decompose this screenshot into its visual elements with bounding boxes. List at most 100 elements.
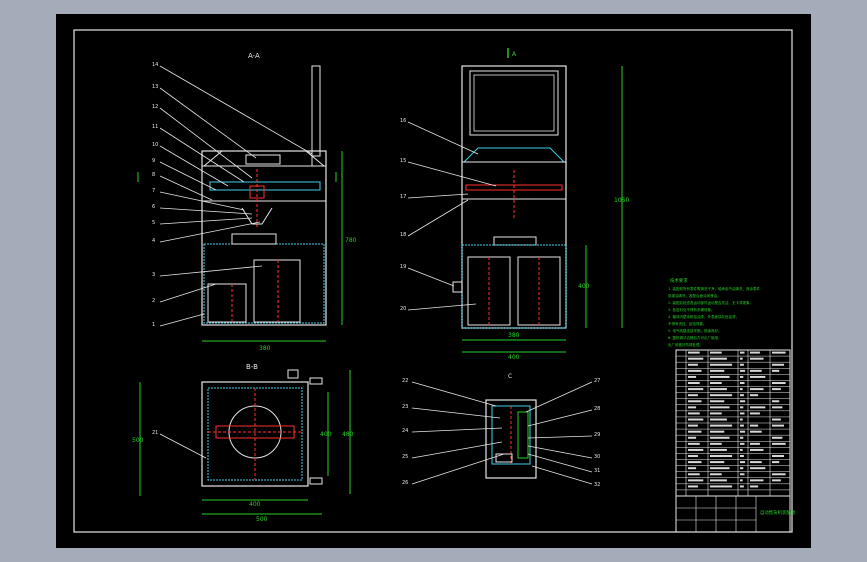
parts-cell-mark bbox=[750, 369, 762, 372]
parts-list-columns bbox=[685, 350, 771, 496]
parts-cell-mark bbox=[740, 436, 744, 439]
parts-cell-mark bbox=[772, 461, 780, 464]
parts-cell-mark bbox=[710, 406, 730, 409]
technical-notes: 技术要求 1. 装配前所有零件需清洗干净，轴承用汽油清洗，其余零件 用煤油清洗，… bbox=[668, 277, 760, 347]
detail-leaders-left bbox=[411, 381, 505, 485]
parts-cell-mark bbox=[740, 351, 745, 354]
side-height-dim: 780 bbox=[345, 237, 357, 244]
parts-cell-mark bbox=[772, 455, 784, 458]
parts-cell-mark bbox=[688, 412, 700, 415]
plan-height-left-dim: 500 bbox=[132, 437, 144, 444]
parts-cell-mark bbox=[740, 479, 743, 482]
parts-cell-mark bbox=[710, 412, 722, 415]
parts-cell-mark bbox=[688, 394, 698, 397]
parts-cell-mark bbox=[772, 400, 780, 403]
parts-cell-mark bbox=[740, 467, 744, 470]
section-a-title: A-A bbox=[248, 52, 260, 60]
detail-balloons-right: 27 28 29 30 31 32 bbox=[594, 378, 600, 488]
balloon-label: 29 bbox=[594, 432, 600, 438]
balloon-label: 26 bbox=[402, 480, 408, 486]
balloon-label: 6 bbox=[152, 204, 155, 210]
parts-cell-mark bbox=[710, 461, 725, 464]
parts-cell-mark bbox=[710, 394, 733, 397]
parts-cell-mark bbox=[740, 382, 745, 385]
balloon-label: 30 bbox=[594, 454, 600, 460]
parts-cell-mark bbox=[688, 375, 697, 378]
front-display-inner bbox=[473, 74, 555, 132]
view-c-title: C bbox=[508, 373, 512, 380]
parts-cell-mark bbox=[750, 412, 760, 415]
view-b-title: B-B bbox=[246, 363, 258, 371]
balloon-label: 21 bbox=[152, 430, 158, 436]
parts-list-cells bbox=[688, 351, 786, 488]
parts-cell-mark bbox=[688, 400, 702, 403]
parts-cell-mark bbox=[688, 406, 697, 409]
parts-cell-mark bbox=[710, 357, 727, 360]
plan-height-inner-dim: 400 bbox=[320, 431, 332, 438]
notes-line: 1. 装配前所有零件需清洗干净，轴承用汽油清洗，其余零件 bbox=[668, 286, 760, 291]
parts-cell-mark bbox=[710, 388, 727, 391]
parts-cell-mark bbox=[750, 448, 764, 451]
front-display-window bbox=[469, 70, 559, 136]
parts-cell-mark bbox=[688, 388, 704, 391]
plan-height-right-dim: 480 bbox=[342, 431, 354, 438]
front-width-outer-dim: 400 bbox=[508, 354, 520, 361]
detail-foot bbox=[495, 453, 513, 463]
balloon-label: 1 bbox=[152, 322, 155, 328]
balloon-label: 32 bbox=[594, 482, 600, 488]
parts-cell-mark bbox=[688, 473, 700, 476]
front-handle[interactable] bbox=[452, 281, 463, 293]
parts-cell-mark bbox=[740, 400, 746, 403]
parts-cell-mark bbox=[750, 485, 759, 488]
parts-cell-mark bbox=[750, 375, 766, 378]
side-width-dim: 380 bbox=[259, 345, 271, 352]
parts-cell-mark bbox=[688, 485, 698, 488]
side-vertical-pipe bbox=[311, 65, 321, 157]
detail-leaders-right bbox=[525, 381, 593, 485]
front-view: A 1050 400 380 400 bbox=[400, 48, 629, 361]
parts-cell-mark bbox=[710, 436, 730, 439]
parts-cell-mark bbox=[750, 479, 764, 482]
parts-cell-mark bbox=[750, 351, 760, 354]
parts-cell-mark bbox=[688, 424, 698, 427]
parts-cell-mark bbox=[688, 479, 704, 482]
notes-title: 技术要求 bbox=[670, 277, 688, 284]
balloon-label: 28 bbox=[594, 406, 600, 412]
parts-cell-mark bbox=[740, 442, 745, 445]
detail-inner bbox=[491, 405, 531, 465]
parts-cell-mark bbox=[710, 442, 722, 445]
balloon-label: 10 bbox=[152, 142, 158, 148]
parts-cell-mark bbox=[740, 406, 744, 409]
title-block-frame bbox=[675, 495, 791, 533]
notes-line: 2. 装配后检查各运动部件运动是否灵活，无卡滞现象。 bbox=[668, 300, 753, 305]
balloon-label: 27 bbox=[594, 378, 600, 384]
parts-cell-mark bbox=[688, 448, 704, 451]
parts-cell-mark bbox=[772, 418, 781, 421]
parts-cell-mark bbox=[750, 388, 764, 391]
side-pipe-elbow bbox=[311, 156, 326, 167]
parts-cell-mark bbox=[688, 363, 698, 366]
parts-cell-mark bbox=[710, 369, 725, 372]
parts-cell-mark bbox=[710, 448, 727, 451]
balloon-label: 31 bbox=[594, 468, 600, 474]
side-cabinet-outline bbox=[201, 150, 327, 326]
balloon-label: 15 bbox=[400, 158, 406, 164]
notes-line: 6. 整机调试合格后方可出厂使用， bbox=[668, 335, 721, 340]
drawing-frame: A-A 380 780 bbox=[56, 14, 811, 548]
parts-cell-mark bbox=[750, 467, 766, 470]
parts-cell-mark bbox=[740, 485, 744, 488]
plan-width-inner-dim: 400 bbox=[249, 501, 261, 508]
balloon-label: 17 bbox=[400, 194, 406, 200]
parts-cell-mark bbox=[710, 430, 725, 433]
front-arrow-label: A bbox=[512, 51, 517, 58]
side-balloons: 14 13 12 11 10 9 8 7 6 5 4 3 2 1 bbox=[152, 62, 158, 328]
balloon-label: 4 bbox=[152, 238, 155, 244]
inner-border bbox=[73, 29, 793, 533]
parts-cell-mark bbox=[740, 394, 744, 397]
title-block: 自动售货机装配图 bbox=[675, 495, 796, 533]
parts-cell-mark bbox=[710, 351, 722, 354]
balloon-label: 13 bbox=[152, 84, 158, 90]
detail-view: C 22 23 24 25 26 27 2 bbox=[402, 373, 600, 488]
parts-cell-mark bbox=[710, 485, 733, 488]
detail-side-rail bbox=[517, 411, 529, 459]
